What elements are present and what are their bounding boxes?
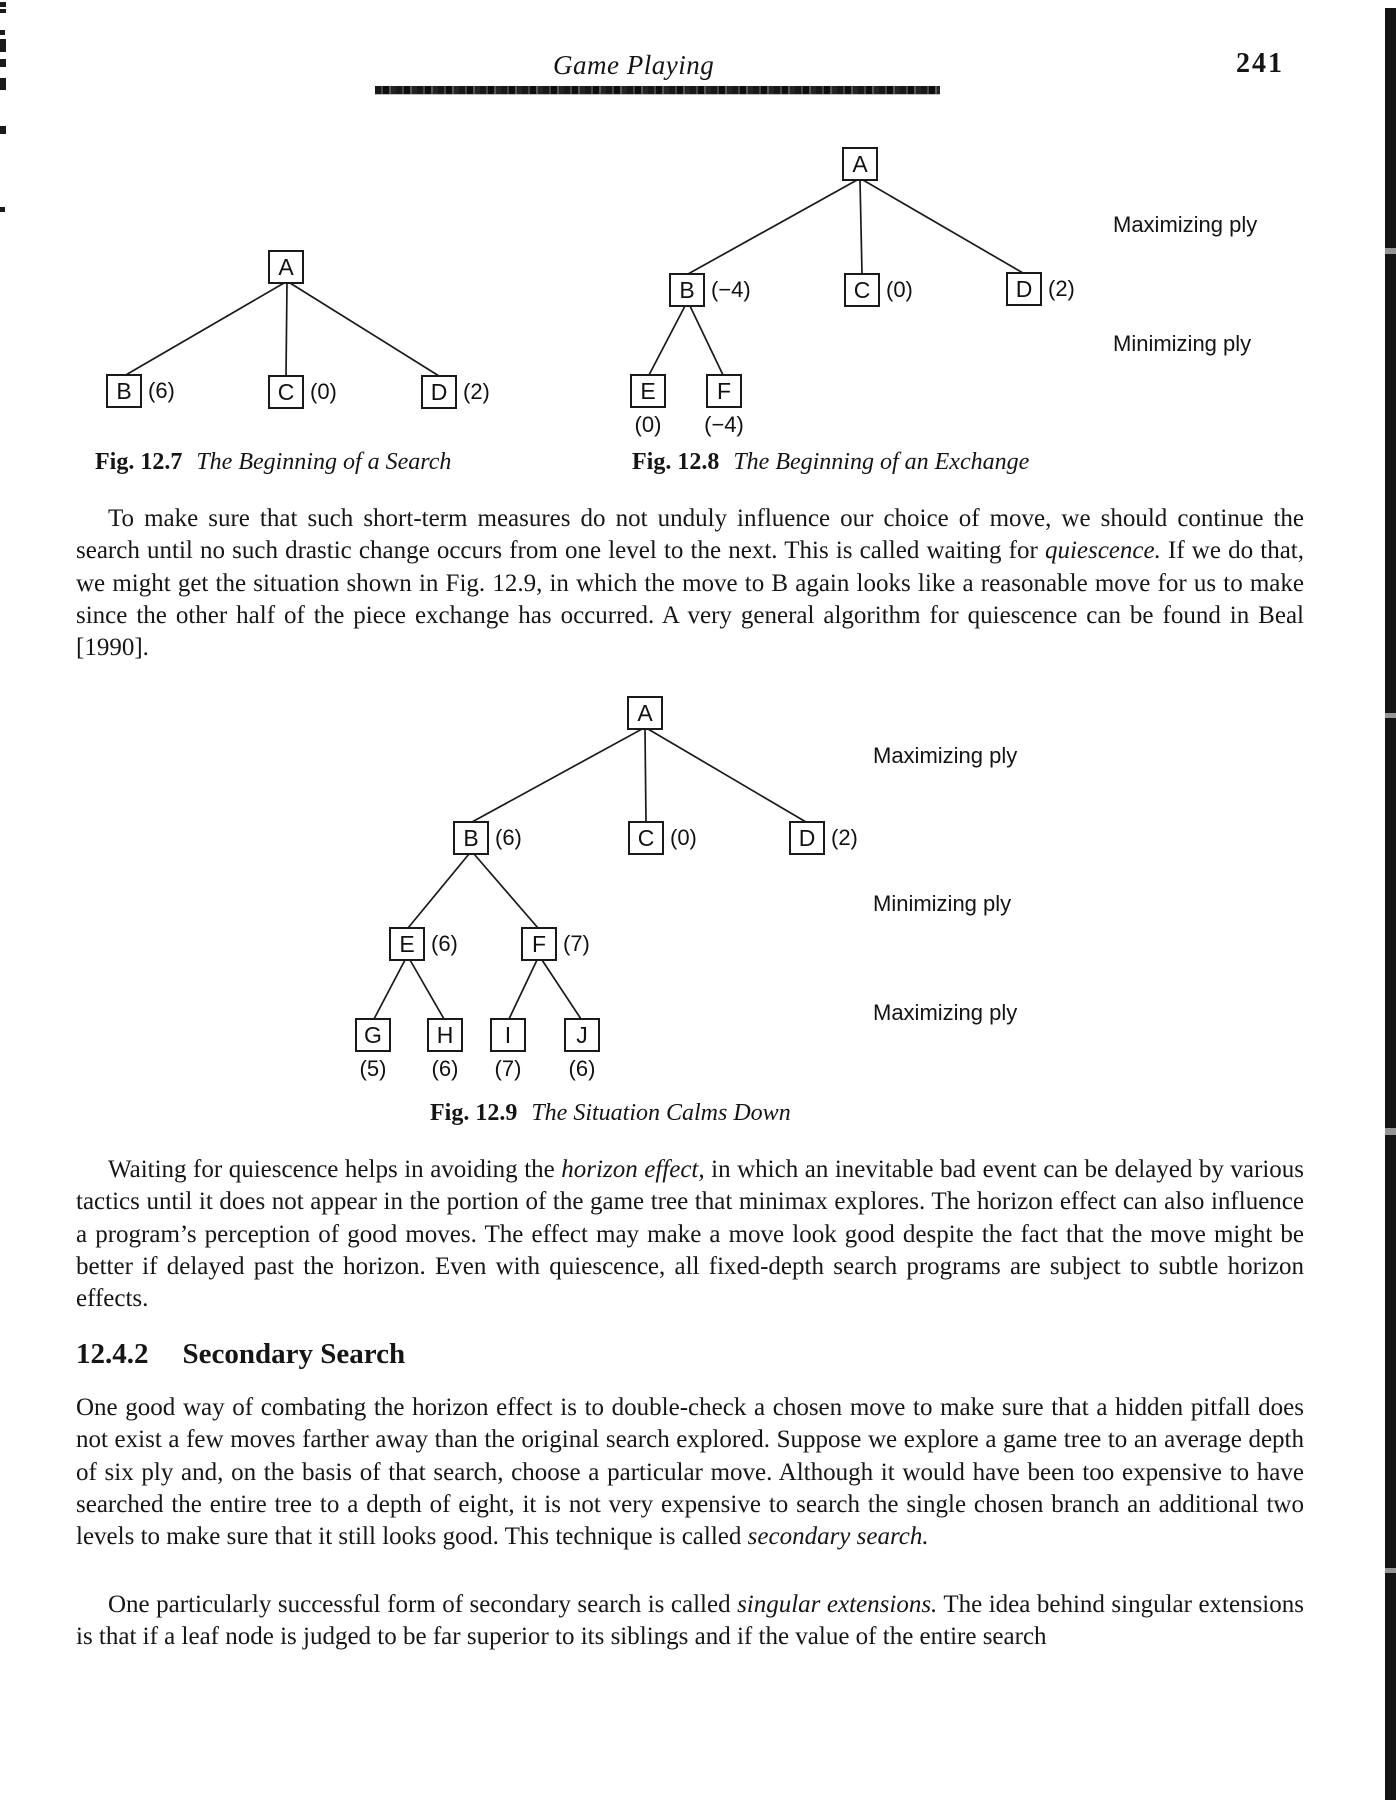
fig8-ply-label-maximizing: Maximizing ply	[1113, 212, 1258, 237]
fig8-caption: Fig. 12.8 The Beginning of an Exchange	[632, 449, 1029, 476]
scan-mark	[0, 2, 6, 7]
node-box: E	[389, 927, 425, 961]
node-value: (5)	[359, 1056, 387, 1081]
header-rule	[375, 86, 940, 94]
node-value: (7)	[494, 1056, 522, 1081]
node-box: B	[453, 821, 489, 855]
section-title: Secondary Search	[182, 1338, 406, 1370]
node-box: D	[789, 821, 825, 855]
node-box: F	[706, 374, 742, 408]
fig7-node-d: D(2)	[421, 375, 490, 409]
scan-mark	[0, 78, 6, 90]
fig9-node-c: C(0)	[628, 821, 697, 855]
fig9-node-b: B(6)	[453, 821, 522, 855]
node-box: D	[421, 375, 457, 409]
fig8-node-b: B(−4)	[669, 273, 751, 307]
scan-edge-bar	[1385, 8, 1396, 1800]
fig9-ply-label-maximizing-2: Maximizing ply	[873, 1000, 1018, 1025]
fig9-node-a: A	[627, 696, 663, 730]
scan-mark	[0, 126, 6, 134]
scan-mark	[0, 39, 6, 52]
node-value: (6)	[495, 825, 522, 850]
fig9-caption: Fig. 12.9 The Situation Calms Down	[430, 1100, 791, 1127]
node-value: (0)	[670, 825, 697, 850]
page-number: 241	[1236, 48, 1284, 79]
paragraph-quiescence: To make sure that such short-term measur…	[76, 505, 1304, 662]
fig8-node-c: C(0)	[844, 273, 913, 307]
node-box: A	[842, 147, 878, 181]
fig9-ply-label-maximizing-1: Maximizing ply	[873, 743, 1018, 768]
node-value: (2)	[1048, 276, 1075, 301]
fig9-caption-label: Fig. 12.9	[430, 1100, 518, 1126]
node-value: (−4)	[704, 412, 744, 437]
fig7-caption-text: The Beginning of a Search	[196, 449, 452, 475]
fig7-node-b: B(6)	[106, 374, 175, 408]
node-value: (0)	[634, 412, 662, 437]
node-box: J	[564, 1018, 600, 1052]
fig9-node-d: D(2)	[789, 821, 858, 855]
node-value: (2)	[831, 825, 858, 850]
fig8-node-a: A	[842, 147, 878, 181]
node-box: A	[268, 250, 304, 284]
fig7-node-c: C(0)	[268, 375, 337, 409]
fig9-node-h: H (6)	[427, 1018, 463, 1081]
fig8-ply-label-minimizing: Minimizing ply	[1113, 331, 1252, 356]
node-box: C	[268, 375, 304, 409]
node-box: I	[490, 1018, 526, 1052]
fig7-caption-label: Fig. 12.7	[95, 449, 183, 475]
node-box: D	[1006, 272, 1042, 306]
section-heading: 12.4.2 Secondary Search	[76, 1338, 405, 1371]
node-box: C	[628, 821, 664, 855]
scan-mark	[0, 30, 5, 35]
fig8-caption-label: Fig. 12.8	[632, 449, 720, 475]
paragraph-singular-extensions: One particularly successful form of seco…	[76, 1591, 1304, 1651]
node-value: (2)	[463, 379, 490, 404]
fig8-node-e: E (0)	[630, 374, 666, 437]
node-value: (7)	[563, 931, 590, 956]
fig8-caption-text: The Beginning of an Exchange	[733, 449, 1030, 475]
fig7-node-a: A	[268, 250, 304, 284]
node-box: G	[355, 1018, 391, 1052]
section-number: 12.4.2	[76, 1338, 149, 1370]
scan-mark	[0, 207, 5, 212]
fig9-node-i: I (7)	[490, 1018, 526, 1081]
node-value: (6)	[431, 1056, 459, 1081]
fig9-node-j: J (6)	[564, 1018, 600, 1081]
node-value: (−4)	[711, 277, 751, 302]
fig8-node-d: D(2)	[1006, 272, 1075, 306]
node-box: A	[627, 696, 663, 730]
node-box: B	[669, 273, 705, 307]
node-value: (0)	[886, 277, 913, 302]
fig9-node-f: F(7)	[521, 927, 590, 961]
fig9-node-e: E(6)	[389, 927, 458, 961]
node-value: (6)	[148, 378, 175, 403]
fig7-caption: Fig. 12.7 The Beginning of a Search	[95, 449, 451, 476]
node-value: (6)	[568, 1056, 596, 1081]
paragraph-horizon-effect: Waiting for quiescence helps in avoiding…	[76, 1156, 1304, 1313]
fig8-node-f: F (−4)	[704, 374, 744, 437]
running-header-title: Game Playing	[553, 50, 715, 80]
node-box: H	[427, 1018, 463, 1052]
fig9-ply-label-minimizing: Minimizing ply	[873, 891, 1012, 916]
node-box: B	[106, 374, 142, 408]
node-box: C	[844, 273, 880, 307]
node-box: E	[630, 374, 666, 408]
node-value: (0)	[310, 379, 337, 404]
paragraph-secondary-search: One good way of combating the horizon ef…	[76, 1394, 1304, 1551]
fig9-node-g: G (5)	[355, 1018, 391, 1081]
node-box: F	[521, 927, 557, 961]
fig9-caption-text: The Situation Calms Down	[531, 1100, 791, 1126]
scan-mark	[0, 59, 6, 67]
scan-mark	[0, 9, 6, 13]
node-value: (6)	[431, 931, 458, 956]
